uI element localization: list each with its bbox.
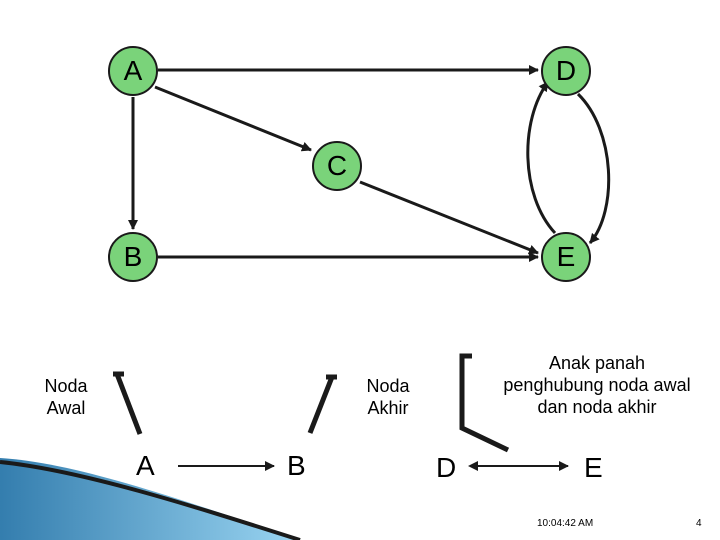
edge-c-e <box>359 180 539 255</box>
node-b-label: B <box>123 241 143 272</box>
label-arrow: Anak panah penghubung noda awal dan noda… <box>503 353 691 417</box>
example-arrow-tail-head <box>468 461 478 471</box>
example-node-e: E <box>584 452 603 483</box>
decorative-wave <box>0 458 300 540</box>
footer-time: 10:04:42 AM <box>537 518 594 529</box>
node-a: A <box>108 46 158 96</box>
decorative-wave-line <box>0 460 301 540</box>
node-c: C <box>312 141 362 191</box>
example-node-d: D <box>436 452 457 483</box>
node-d: D <box>541 46 591 96</box>
pointer-arrow <box>459 353 510 453</box>
example-node-b: B <box>287 450 306 481</box>
example-node-a: A <box>136 450 155 481</box>
footer-page-number: 4 <box>696 518 702 529</box>
node-e-label: E <box>556 241 576 272</box>
node-c-label: C <box>326 150 348 181</box>
pointer-start <box>114 373 143 435</box>
label-start-node: Noda Awal <box>44 376 88 418</box>
edge-a-c <box>154 85 312 152</box>
node-b: B <box>108 232 158 282</box>
label-end-node: Noda Akhir <box>366 376 410 418</box>
node-e: E <box>541 232 591 282</box>
node-d-label: D <box>555 55 577 86</box>
edge-d-e <box>576 92 611 244</box>
pointer-end <box>307 376 335 434</box>
edge-e-d <box>526 81 557 235</box>
node-a-label: A <box>123 55 143 86</box>
